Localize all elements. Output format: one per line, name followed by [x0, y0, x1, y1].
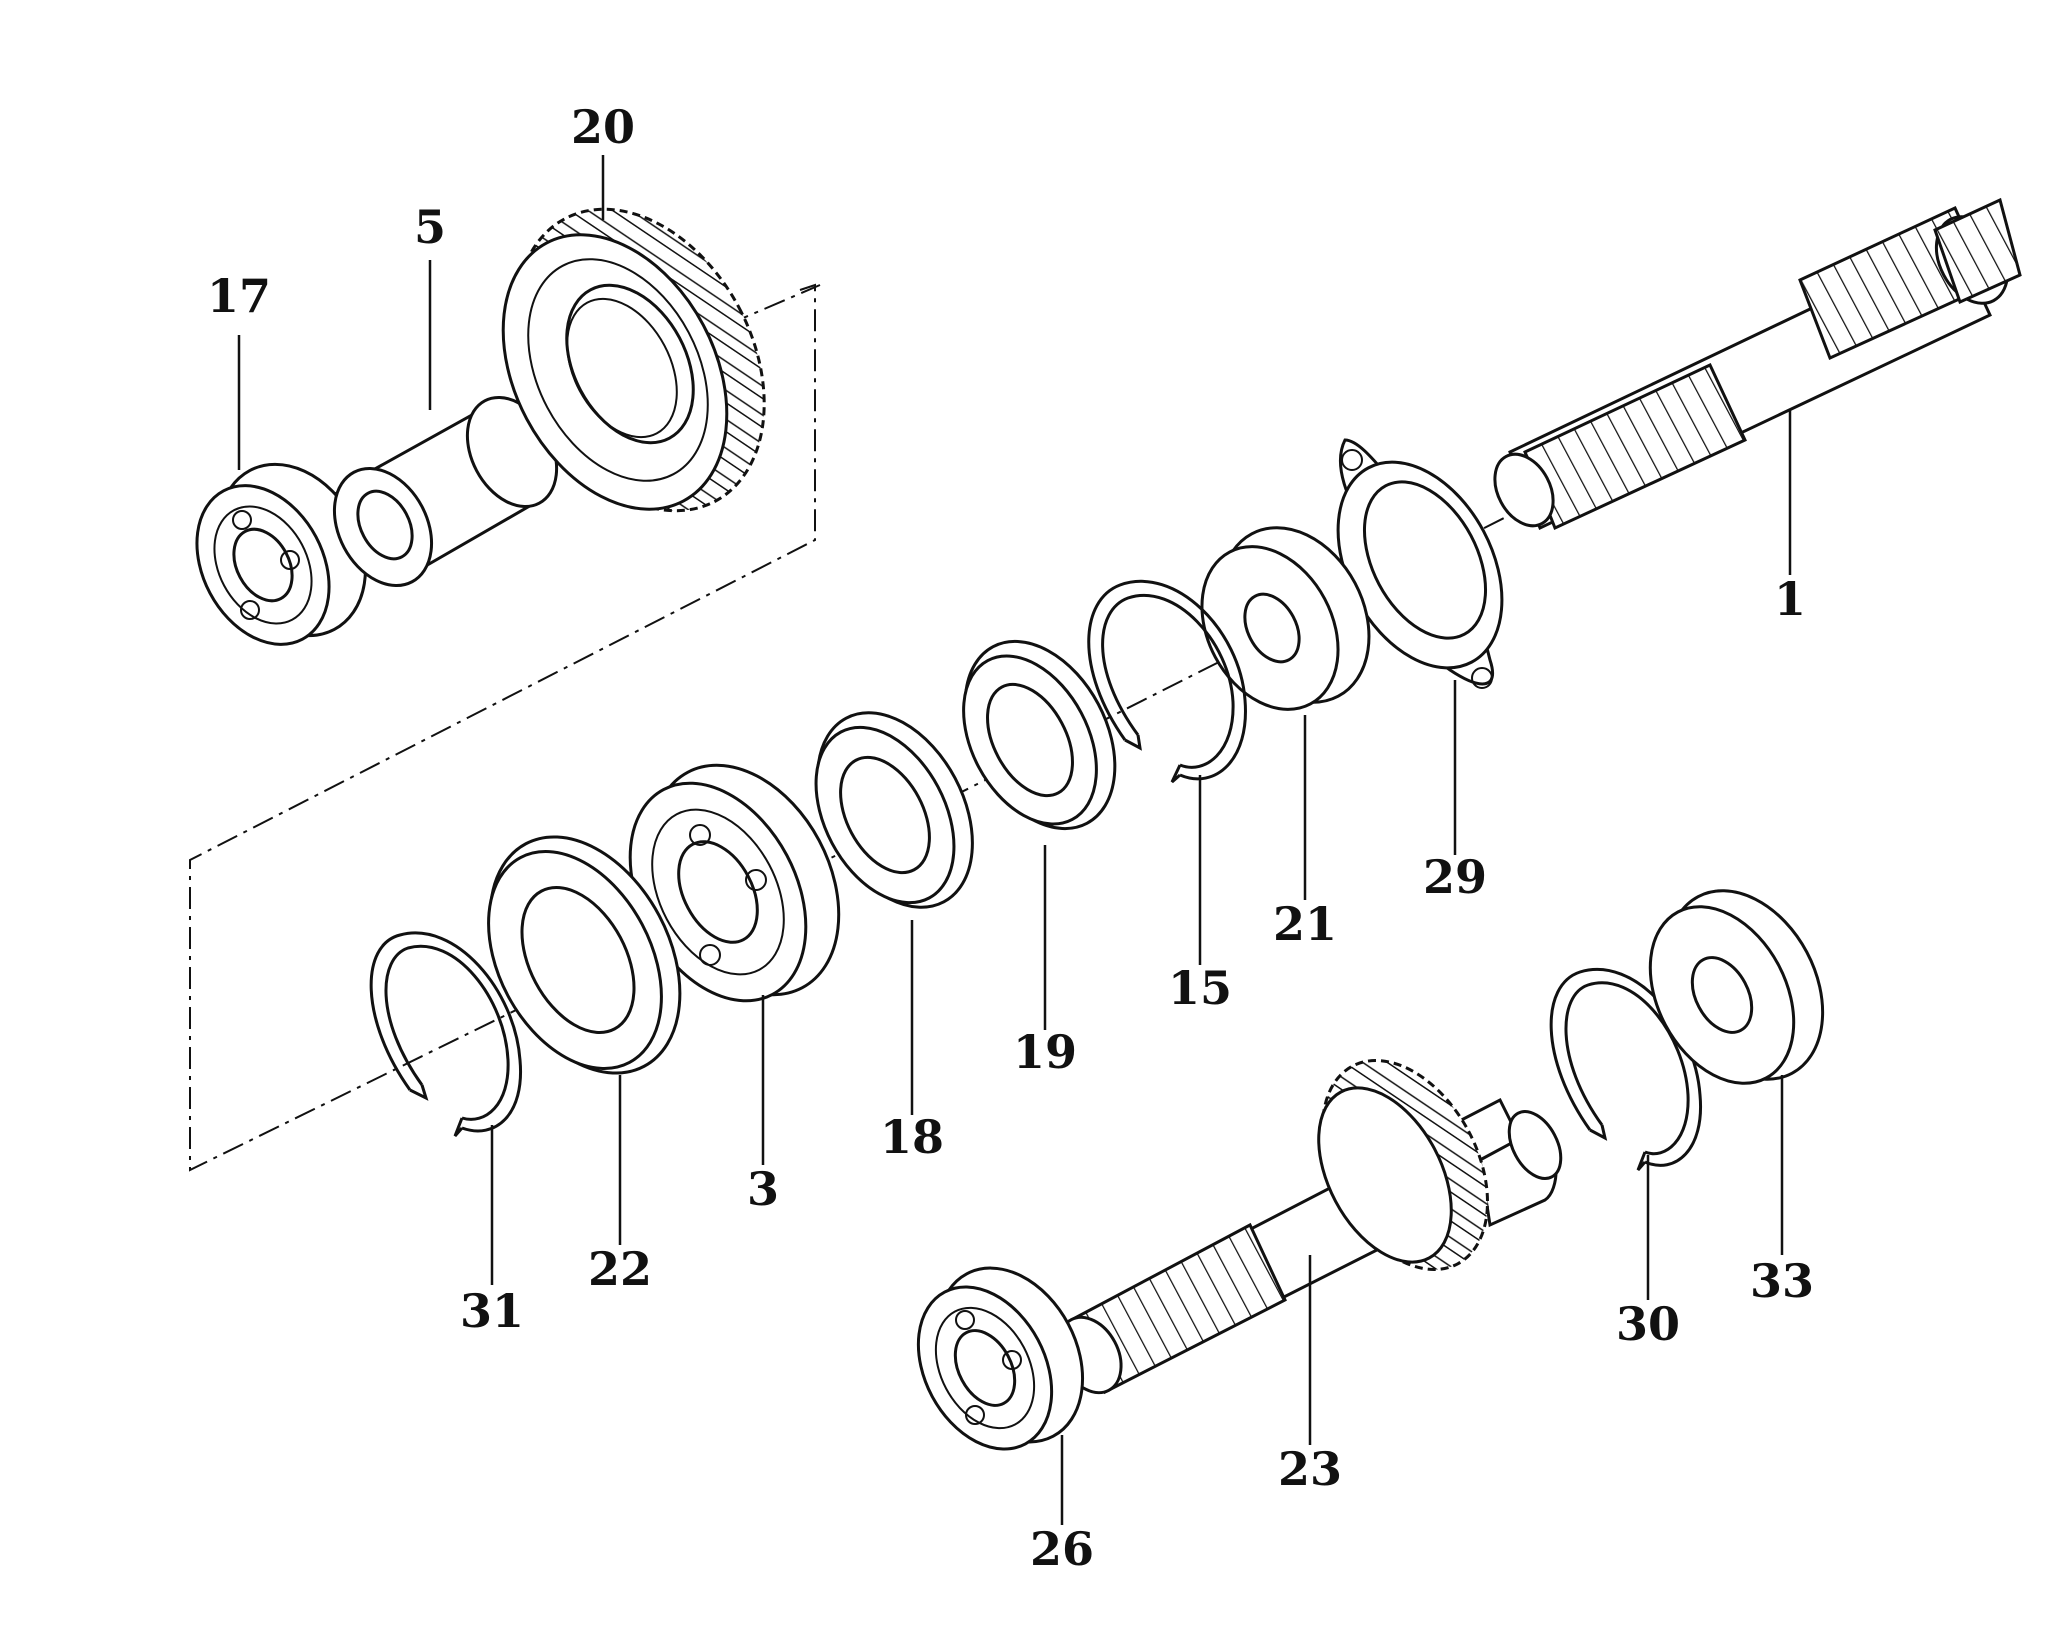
part-label-19: 19 — [1013, 1025, 1077, 1079]
bushing-5-icon — [332, 395, 559, 588]
part-label-22: 22 — [588, 1242, 652, 1296]
part-label-33: 33 — [1750, 1254, 1814, 1308]
seal-ring-18-icon — [814, 711, 974, 909]
part-label-31: 31 — [460, 1284, 524, 1338]
seal-ring-19-icon — [962, 639, 1117, 831]
ball-bearing-3-icon — [628, 763, 841, 1003]
bearing-ring-33-icon — [1648, 889, 1825, 1085]
part-label-26: 26 — [1030, 1522, 1094, 1576]
part-label-5: 5 — [414, 200, 446, 254]
leader-lines — [237, 155, 1792, 1525]
seal-ring-22-icon — [487, 835, 682, 1075]
part-label-17: 17 — [207, 269, 271, 323]
spur-gear-20-icon — [501, 207, 766, 513]
snap-ring-30-icon — [1549, 968, 1703, 1171]
part-labels: 17 5 20 1 29 21 15 19 18 3 22 31 23 26 3… — [207, 100, 1814, 1576]
splined-shaft-1-icon — [1493, 197, 2022, 531]
snap-ring-31-icon — [369, 931, 523, 1137]
flange-gasket-29-icon — [1336, 438, 1504, 689]
ball-bearing-17-icon — [195, 462, 367, 646]
part-label-1: 1 — [1774, 572, 1806, 626]
part-label-15: 15 — [1168, 961, 1232, 1015]
bearing-ring-21-icon — [1200, 526, 1371, 711]
part-label-3: 3 — [747, 1162, 779, 1216]
part-label-29: 29 — [1423, 850, 1487, 904]
part-label-18: 18 — [880, 1110, 944, 1164]
part-label-21: 21 — [1273, 897, 1337, 951]
part-label-30: 30 — [1616, 1297, 1680, 1351]
snap-ring-15-icon — [1087, 579, 1247, 784]
part-label-20: 20 — [571, 100, 635, 154]
part-label-23: 23 — [1278, 1442, 1342, 1496]
ball-bearing-26-icon — [916, 1266, 1085, 1451]
